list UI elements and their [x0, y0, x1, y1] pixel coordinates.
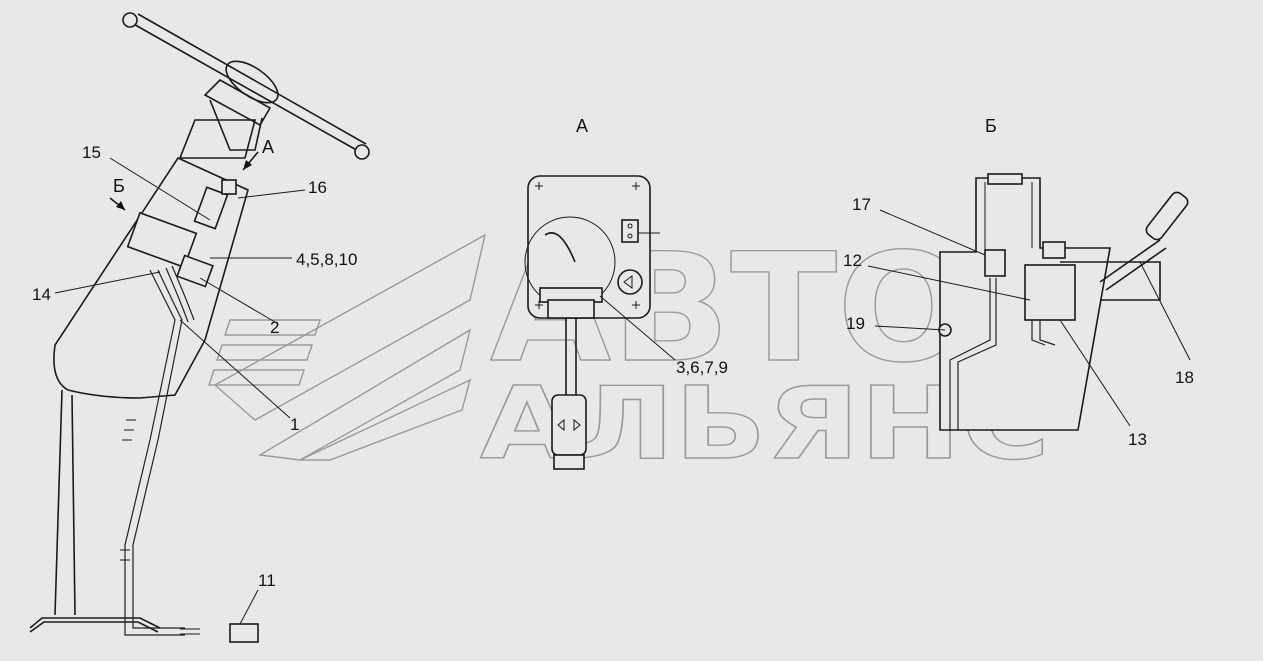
callout-18: 18	[1175, 368, 1194, 387]
view-b: Б 17 12 19 18 13	[843, 116, 1194, 449]
wiring-harness	[120, 265, 200, 636]
callout-19: 19	[846, 314, 865, 333]
callout-4-5-8-10: 4,5,8,10	[296, 250, 357, 269]
turn-signal-lever	[1060, 261, 1161, 301]
watermark-logo	[208, 233, 487, 461]
lever-handle	[551, 394, 587, 456]
callout-2: 2	[270, 318, 279, 337]
view-b-title: Б	[985, 116, 997, 136]
switch-block	[126, 179, 237, 288]
steering-column-view: А Б 15 16 4,5,8,10 14 2 1 11	[29, 12, 370, 643]
view-label-a-arrow: А	[262, 137, 274, 157]
view-a: А 3,6,7,9	[524, 116, 728, 470]
callout-13: 13	[1128, 430, 1147, 449]
callout-12: 12	[843, 251, 862, 270]
view-label-b-arrow: Б	[113, 176, 125, 196]
steering-wheel	[122, 12, 370, 160]
view-b-leaders	[867, 209, 1191, 427]
callout-16: 16	[308, 178, 327, 197]
callout-15: 15	[82, 143, 101, 162]
callout-17: 17	[852, 195, 871, 214]
leader-lines	[54, 157, 306, 625]
callout-1: 1	[290, 415, 299, 434]
callout-14: 14	[32, 285, 51, 304]
connector-11	[229, 623, 259, 643]
view-a-title: А	[576, 116, 588, 136]
knob	[617, 269, 643, 295]
connector-socket	[621, 219, 639, 243]
callout-11: 11	[258, 571, 276, 590]
callout-3-6-7-9: 3,6,7,9	[676, 358, 728, 377]
